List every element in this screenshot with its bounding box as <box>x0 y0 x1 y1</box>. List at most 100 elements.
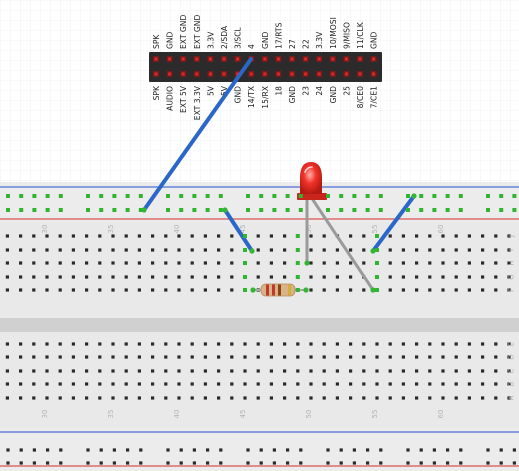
breadboard-hole[interactable] <box>45 369 49 373</box>
breadboard-hole[interactable] <box>309 275 313 279</box>
breadboard-hole[interactable] <box>164 355 168 359</box>
breadboard-hole[interactable] <box>494 234 498 238</box>
breadboard-hole[interactable] <box>111 288 115 292</box>
breadboard-hole[interactable] <box>428 275 432 279</box>
breadboard-hole[interactable] <box>45 261 49 265</box>
breadboard-hole[interactable] <box>177 369 181 373</box>
breadboard-hole[interactable] <box>454 275 458 279</box>
breadboard-hole[interactable] <box>85 275 89 279</box>
breadboard-hole[interactable] <box>98 396 102 400</box>
breadboard-hole[interactable] <box>322 396 326 400</box>
breadboard-hole[interactable] <box>256 369 260 373</box>
wire-endpoint[interactable] <box>303 287 309 293</box>
breadboard-hole[interactable] <box>243 342 247 346</box>
breadboard-hole[interactable] <box>415 234 419 238</box>
breadboard-hole[interactable] <box>58 275 62 279</box>
breadboard-hole[interactable] <box>58 355 62 359</box>
connected-hole[interactable] <box>112 194 117 198</box>
breadboard-hole[interactable] <box>441 396 445 400</box>
breadboard-hole[interactable] <box>454 261 458 265</box>
breadboard-hole[interactable] <box>388 275 392 279</box>
connected-hole[interactable] <box>58 194 63 198</box>
connected-hole[interactable] <box>339 208 344 212</box>
breadboard-hole[interactable] <box>375 369 379 373</box>
breadboard-hole[interactable] <box>349 396 353 400</box>
breadboard-hole[interactable] <box>45 248 49 252</box>
wire-endpoint[interactable] <box>250 287 256 293</box>
connected-hole[interactable] <box>339 194 344 198</box>
breadboard-hole[interactable] <box>335 369 339 373</box>
breadboard-hole[interactable] <box>309 342 313 346</box>
breadboard-hole[interactable] <box>256 355 260 359</box>
rail-hole[interactable] <box>166 461 170 465</box>
breadboard-hole[interactable] <box>283 248 287 252</box>
breadboard-hole[interactable] <box>335 396 339 400</box>
breadboard-hole[interactable] <box>230 234 234 238</box>
breadboard-hole[interactable] <box>388 396 392 400</box>
breadboard-hole[interactable] <box>256 275 260 279</box>
rail-hole[interactable] <box>259 461 263 465</box>
breadboard-hole[interactable] <box>177 342 181 346</box>
rail-hole[interactable] <box>459 448 463 452</box>
rail-hole[interactable] <box>99 461 103 465</box>
breadboard-hole[interactable] <box>177 261 181 265</box>
breadboard-hole[interactable] <box>85 355 89 359</box>
breadboard-hole[interactable] <box>45 234 49 238</box>
breadboard-hole[interactable] <box>467 342 471 346</box>
breadboard-hole[interactable] <box>507 355 511 359</box>
connected-hole[interactable] <box>6 208 10 212</box>
breadboard-hole[interactable] <box>428 342 432 346</box>
breadboard-hole[interactable] <box>256 248 260 252</box>
breadboard-hole[interactable] <box>124 369 128 373</box>
breadboard-hole[interactable] <box>401 288 405 292</box>
breadboard-hole[interactable] <box>190 248 194 252</box>
breadboard-hole[interactable] <box>85 342 89 346</box>
breadboard-hole[interactable] <box>111 382 115 386</box>
breadboard-hole[interactable] <box>494 275 498 279</box>
breadboard-hole[interactable] <box>467 288 471 292</box>
breadboard-hole[interactable] <box>481 261 485 265</box>
connected-hole[interactable] <box>192 208 197 212</box>
breadboard-hole[interactable] <box>441 369 445 373</box>
breadboard-hole[interactable] <box>230 396 234 400</box>
breadboard-hole[interactable] <box>401 396 405 400</box>
connected-hole[interactable] <box>45 194 50 198</box>
rail-hole[interactable] <box>432 461 436 465</box>
breadboard-hole[interactable] <box>217 261 221 265</box>
connected-hole[interactable] <box>205 194 210 198</box>
breadboard-hole[interactable] <box>177 275 181 279</box>
breadboard-hole[interactable] <box>362 288 366 292</box>
breadboard-hole[interactable] <box>19 382 23 386</box>
breadboard-hole[interactable] <box>111 234 115 238</box>
breadboard-hole[interactable] <box>190 382 194 386</box>
connected-hole[interactable] <box>432 194 437 198</box>
breadboard-hole[interactable] <box>428 288 432 292</box>
connected-hole[interactable] <box>352 194 357 198</box>
breadboard-hole[interactable] <box>349 261 353 265</box>
connected-hole[interactable] <box>499 208 504 212</box>
breadboard-hole[interactable] <box>375 382 379 386</box>
breadboard-hole[interactable] <box>375 396 379 400</box>
connected-hole[interactable] <box>378 194 383 198</box>
breadboard-hole[interactable] <box>467 355 471 359</box>
rail-hole[interactable] <box>352 448 356 452</box>
breadboard-hole[interactable] <box>454 234 458 238</box>
breadboard-hole[interactable] <box>441 342 445 346</box>
connected-hole[interactable] <box>138 208 143 212</box>
breadboard-hole[interactable] <box>19 355 23 359</box>
breadboard-hole[interactable] <box>362 234 366 238</box>
breadboard-hole[interactable] <box>111 248 115 252</box>
rail-hole[interactable] <box>512 448 516 452</box>
breadboard-hole[interactable] <box>98 234 102 238</box>
breadboard-hole[interactable] <box>203 369 207 373</box>
rail-hole[interactable] <box>126 461 130 465</box>
breadboard-hole[interactable] <box>5 382 9 386</box>
breadboard-hole[interactable] <box>454 396 458 400</box>
breadboard-hole[interactable] <box>401 369 405 373</box>
breadboard-hole[interactable] <box>335 342 339 346</box>
breadboard-hole[interactable] <box>362 342 366 346</box>
connected-hole[interactable] <box>285 208 290 212</box>
breadboard-hole[interactable] <box>19 396 23 400</box>
breadboard-hole[interactable] <box>494 355 498 359</box>
breadboard-hole[interactable] <box>5 261 9 265</box>
